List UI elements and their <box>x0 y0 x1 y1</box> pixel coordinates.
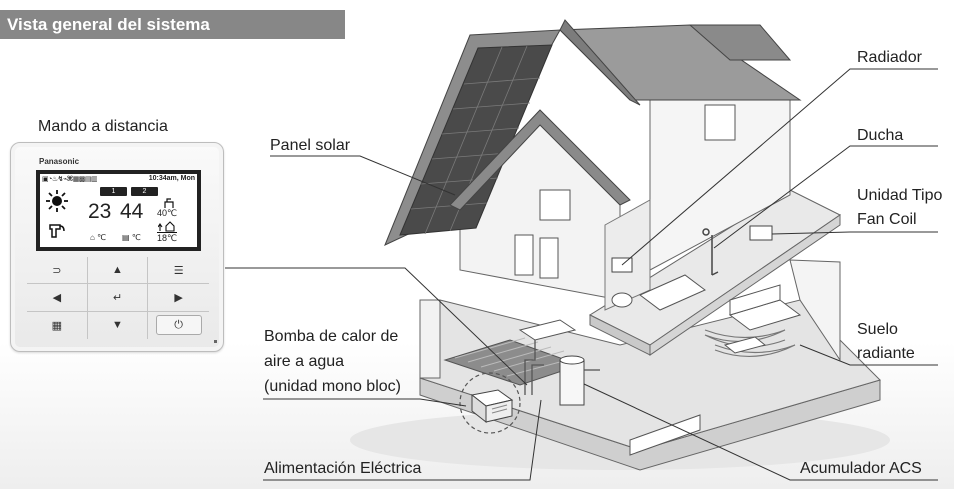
left-button[interactable]: ◀ <box>27 284 88 312</box>
label-fan-coil-line2: Fan Coil <box>857 211 917 228</box>
tank-temperature: 40℃ <box>157 208 178 218</box>
heat-pump-highlight <box>459 372 521 434</box>
dhw-tank <box>559 355 585 406</box>
right-button[interactable]: ▶ <box>148 284 209 312</box>
upper-window <box>704 104 736 141</box>
menu-button[interactable]: ☰ <box>148 257 209 285</box>
status-row: ▣◔♨↯⌁⌘▦▩▤▥ 10:34am, Mon <box>42 175 195 185</box>
page-title: Vista general del sistema <box>0 10 345 39</box>
remote-screen: ▣◔♨↯⌁⌘▦▩▤▥ 10:34am, Mon 1 2 23 44 40℃ 18 <box>36 170 201 251</box>
coffee-table <box>723 336 767 354</box>
label-fan-coil-line1: Unidad Tipo <box>857 187 943 204</box>
gable-window <box>539 189 571 221</box>
room-temperature: 18℃ <box>157 232 178 243</box>
zone-1-tag: 1 <box>100 187 127 196</box>
label-radiator: Radiador <box>857 49 922 66</box>
down-button[interactable]: ▼ <box>88 311 149 339</box>
outdoor-icon <box>158 221 175 232</box>
remote-caption: Mando a distancia <box>38 118 168 135</box>
kitchen-counter <box>629 414 701 456</box>
label-power-supply: Alimentación Eléctrica <box>264 460 422 477</box>
zone-1-unit: ⌂ ℃ <box>90 233 107 242</box>
up-button[interactable]: ▲ <box>87 257 149 285</box>
remote-button-grid: ⊃ ▲ ☰ ◀ ↵ ▶ ▦ ▼ ⏻ <box>27 257 209 339</box>
power-button[interactable]: ⏻ <box>155 315 202 336</box>
clock-display: 10:34am, Mon <box>148 175 195 182</box>
label-heat-pump-line1: Bomba de calor de <box>264 328 399 345</box>
dining-table <box>518 319 577 341</box>
status-icons: ▣◔♨↯⌁⌘▦▩▤▥ <box>42 176 98 183</box>
label-floor-line1: Suelo <box>857 321 898 338</box>
zone-2-temperature: 44 <box>120 200 144 223</box>
label-shower: Ducha <box>857 127 904 144</box>
label-heat-pump-line2: aire a agua <box>264 353 345 370</box>
bathtub <box>639 274 706 311</box>
leader-lines <box>225 68 938 481</box>
front-window-1 <box>514 234 534 276</box>
enter-button[interactable]: ↵ <box>87 284 149 312</box>
zone-2-unit: ▤ ℃ <box>122 233 141 242</box>
power-button-cell: ⏻ <box>148 312 209 339</box>
brand-logo: Panasonic <box>39 157 80 166</box>
sun-icon <box>46 190 68 212</box>
sofa <box>728 284 802 331</box>
toilet <box>611 292 633 308</box>
faucet-icon <box>49 224 65 238</box>
zone-2-tag: 2 <box>131 187 158 196</box>
heat-pump-unit <box>470 389 514 424</box>
front-window-2 <box>539 237 559 279</box>
bathroom-wall <box>604 199 651 311</box>
label-solar-panel: Panel solar <box>270 137 351 154</box>
shower-fixture <box>702 228 719 276</box>
right-wall-ground <box>789 259 841 362</box>
zone-1-temperature: 23 <box>88 200 112 223</box>
dormer-roof <box>688 24 792 61</box>
label-heat-pump-line3: (unidad mono bloc) <box>264 378 401 395</box>
back-button[interactable]: ⊃ <box>27 257 88 285</box>
tank-icon <box>164 198 174 208</box>
remote-controller: Panasonic ▣◔♨↯⌁⌘▦▩▤▥ 10:34am, Mon 1 2 23… <box>10 142 224 352</box>
label-dhw-tank: Acumulador ACS <box>800 460 922 477</box>
fan-coil-unit <box>749 225 773 241</box>
front-gable-roof <box>449 109 631 211</box>
pipes <box>524 340 600 395</box>
timer-button[interactable]: ▦ <box>27 311 88 339</box>
label-floor-line2: radiante <box>857 345 915 362</box>
indicator-dot <box>214 340 217 343</box>
